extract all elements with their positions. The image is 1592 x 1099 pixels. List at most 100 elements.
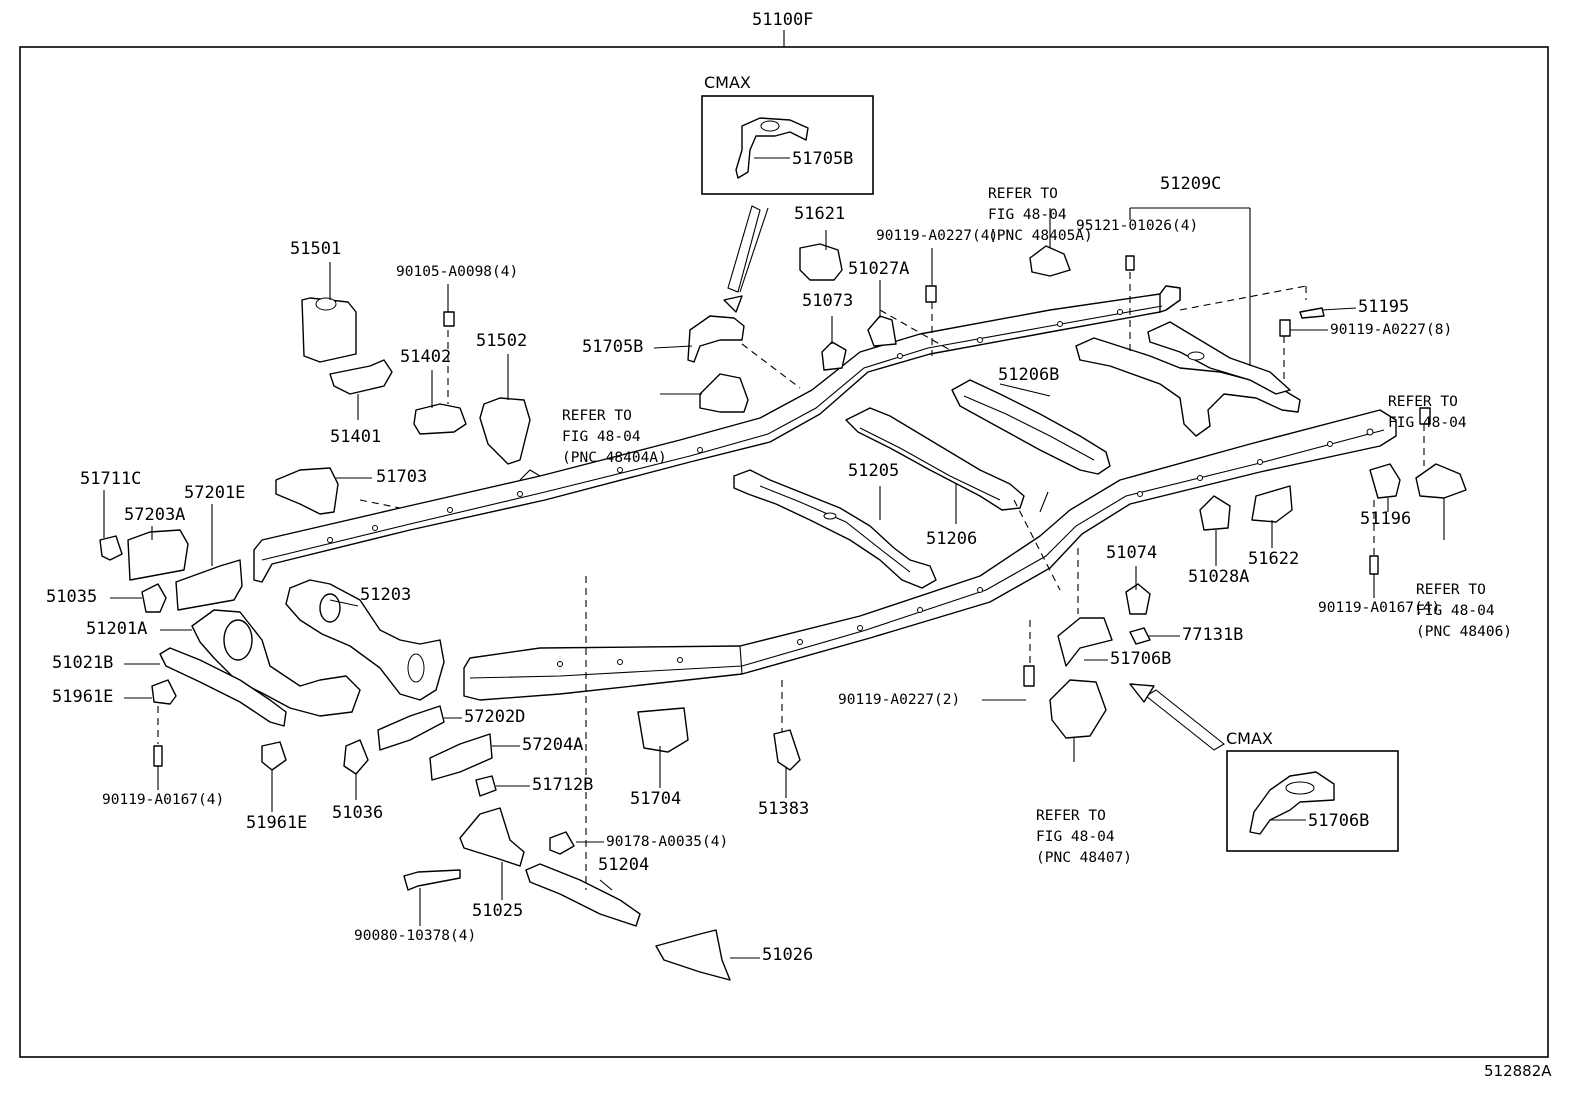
label-51028a: 51028A — [1188, 567, 1250, 587]
mount-48406 — [1415, 463, 1467, 499]
part-51028a — [1199, 495, 1231, 531]
part-51401 — [329, 359, 393, 395]
cmax-label-top: CMAX — [704, 73, 751, 92]
part-51025 — [459, 807, 525, 867]
label-51706b: 51706B — [1110, 649, 1172, 669]
crossmember-51201a — [191, 609, 361, 717]
label-57204a: 57204A — [522, 735, 584, 755]
label-51621: 51621 — [794, 204, 846, 224]
dashed-guides — [157, 272, 1425, 890]
label-51705b-cmax: 51705B — [792, 149, 854, 169]
label-51711c: 51711C — [80, 469, 142, 489]
label-51209c: 51209C — [1160, 174, 1222, 194]
label-51961e-a: 51961E — [52, 687, 114, 707]
label-51204: 51204 — [598, 855, 650, 875]
crossmember-51205 — [733, 469, 937, 589]
part-57201e — [175, 559, 243, 611]
assembly-label: 51100F — [752, 10, 814, 30]
label-51622: 51622 — [1248, 549, 1300, 569]
part-51402 — [413, 403, 467, 435]
cmax-box-51705b — [701, 95, 874, 195]
label-57203a: 57203A — [124, 505, 186, 525]
part-57204a — [429, 733, 493, 781]
bracket-51706b — [1057, 617, 1113, 667]
bolts — [153, 255, 1431, 767]
label-77131b: 77131B — [1182, 625, 1244, 645]
part-51027a — [867, 315, 897, 347]
label-51703: 51703 — [376, 467, 428, 487]
label-51961e-b: 51961E — [246, 813, 308, 833]
mount-48405a — [1029, 245, 1071, 277]
part-51704 — [637, 707, 689, 753]
bracket-51705b — [687, 315, 745, 363]
label-51402: 51402 — [400, 347, 452, 367]
part-51383 — [773, 729, 801, 771]
label-51073: 51073 — [802, 291, 854, 311]
label-51074: 51074 — [1106, 543, 1158, 563]
part-51073 — [821, 341, 847, 371]
label-90119-a0227-8: 90119-A0227(8) — [1330, 322, 1453, 338]
part-51502 — [479, 397, 531, 465]
label-51383: 51383 — [758, 799, 810, 819]
label-51201a: 51201A — [86, 619, 148, 639]
label-90119-a0167-left: 90119-A0167(4) — [102, 792, 225, 808]
part-51961e-b — [261, 741, 287, 771]
label-90080-10378: 90080-10378(4) — [354, 928, 477, 944]
label-90119-a0227-2: 90119-A0227(2) — [838, 692, 961, 708]
label-51205: 51205 — [848, 461, 900, 481]
frame-rail-left — [253, 285, 1181, 583]
label-51026: 51026 — [762, 945, 814, 965]
label-90178-a0035: 90178-A0035(4) — [606, 834, 729, 850]
label-51021b: 51021B — [52, 653, 114, 673]
label-51027a: 51027A — [848, 259, 910, 279]
label-51712b: 51712B — [532, 775, 594, 795]
frame-rail-right — [463, 409, 1397, 701]
label-51206b: 51206B — [998, 365, 1060, 385]
crossmember-51206 — [845, 407, 1025, 511]
label-90119-a0167-right: 90119-A0167(4) — [1318, 600, 1441, 616]
part-51703 — [275, 467, 339, 515]
label-51704: 51704 — [630, 789, 682, 809]
label-51036: 51036 — [332, 803, 384, 823]
label-51206: 51206 — [926, 529, 978, 549]
part-51622 — [1251, 485, 1293, 523]
crossmember-51209c — [1075, 321, 1301, 437]
diagram-border — [19, 46, 1549, 1058]
mount-48404a — [699, 373, 749, 413]
part-51204 — [525, 863, 641, 927]
figure-code: 512882A — [1484, 1062, 1552, 1080]
part-51026 — [655, 929, 731, 981]
label-90105-a0098: 90105-A0098(4) — [396, 264, 519, 280]
label-57201e: 57201E — [184, 483, 246, 503]
label-51706b-cmax: 51706B — [1308, 811, 1370, 831]
label-51705b: 51705B — [582, 337, 644, 357]
label-90119-a0227-4: 90119-A0227(4) — [876, 228, 999, 244]
label-51196: 51196 — [1360, 509, 1412, 529]
part-51074 — [1125, 583, 1151, 615]
part-77131b — [1129, 627, 1151, 645]
label-51502: 51502 — [476, 331, 528, 351]
part-51501 — [301, 297, 357, 363]
label-95121-01026: 95121-01026(4) — [1076, 218, 1199, 234]
bracket-51705b-detail — [735, 117, 809, 179]
crossmember-51206b — [951, 379, 1111, 475]
part-57203a — [127, 529, 189, 581]
part-51712b — [475, 775, 497, 797]
label-57202d: 57202D — [464, 707, 526, 727]
label-51195: 51195 — [1358, 297, 1410, 317]
cmax-box-51706b — [1226, 750, 1399, 852]
leader-lines — [103, 207, 1445, 959]
crossmember-51021b — [159, 647, 287, 727]
part-51961e-a — [151, 679, 177, 705]
part-51711c — [99, 535, 123, 561]
label-51401: 51401 — [330, 427, 382, 447]
nut-90178 — [549, 831, 575, 855]
label-51035: 51035 — [46, 587, 98, 607]
label-51501: 51501 — [290, 239, 342, 259]
part-57202d — [377, 705, 445, 751]
